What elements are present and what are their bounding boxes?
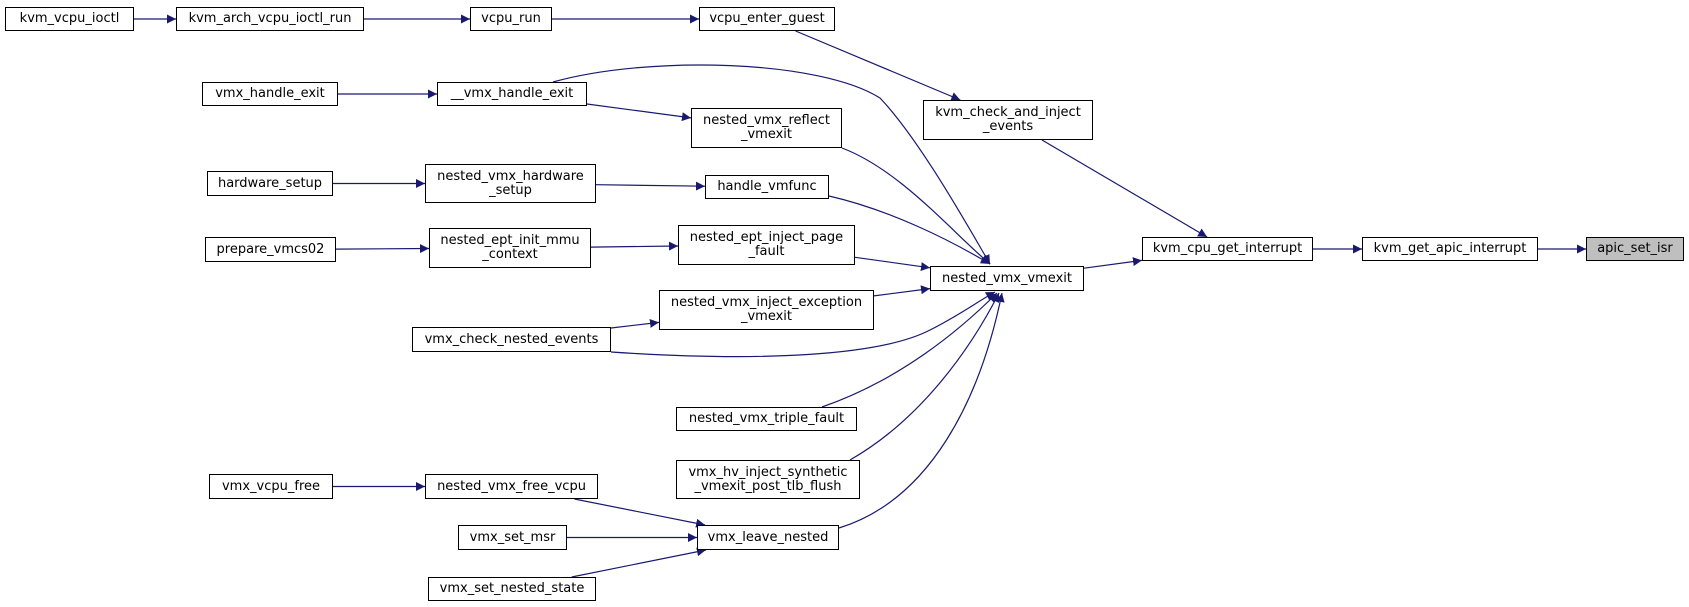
edge-vmx-handle-exit-to-nested-vmx-vmexit <box>552 64 991 265</box>
node-kvm-cpu-get-interrupt[interactable]: kvm_cpu_get_interrupt <box>1142 237 1313 261</box>
edge-nested-vmx-free-vcpu-to-vmx-leave-nested <box>574 498 706 528</box>
edge-vmx-handle-exit-to-nested-vmx-reflect-vmexit <box>586 103 692 122</box>
node-vmx-set-msr[interactable]: vmx_set_msr <box>458 525 567 550</box>
edge-vmx-check-nested-events-to-nested-vmx-vmexit <box>610 291 996 358</box>
node-hardware-setup[interactable]: hardware_setup <box>207 171 333 196</box>
node-apic-set-isr: apic_set_isr <box>1586 237 1684 261</box>
node-prepare-vmcs02[interactable]: prepare_vmcs02 <box>205 237 336 262</box>
edge-prepare-vmcs02-to-nested-ept-init-mmu-context <box>335 244 430 254</box>
node-nested-ept-inject-page-fault[interactable]: nested_ept_inject_page _fault <box>678 225 855 265</box>
node-vmx-hv-inject-synthetic-vmexit-post-tlb-flush[interactable]: vmx_hv_inject_synthetic _vmexit_post_tlb… <box>676 460 860 499</box>
edge-nested-ept-inject-page-fault-to-nested-vmx-vmexit <box>854 256 931 272</box>
node-nested-vmx-triple-fault[interactable]: nested_vmx_triple_fault <box>676 407 857 431</box>
node-vcpu-run[interactable]: vcpu_run <box>470 7 552 31</box>
node-nested-vmx-hardware-setup[interactable]: nested_vmx_hardware _setup <box>425 164 596 203</box>
node-vmx-handle-exit[interactable]: vmx_handle_exit <box>202 82 338 106</box>
edge-kvm-check-and-inject-events-to-kvm-cpu-get-interrupt <box>1041 139 1208 238</box>
edge-nested-vmx-inject-exception-vmexit-to-nested-vmx-vmexit <box>873 285 931 297</box>
edge-nested-ept-init-mmu-context-to-nested-ept-inject-page-fault <box>590 241 679 251</box>
edge-vmx-leave-nested-to-nested-vmx-vmexit <box>838 292 1005 529</box>
edge-vmx-set-nested-state-to-vmx-leave-nested <box>571 547 707 578</box>
node-vmx-handle-exit[interactable]: __vmx_handle_exit <box>437 82 587 106</box>
node-vmx-set-nested-state[interactable]: vmx_set_nested_state <box>428 577 596 601</box>
node-kvm-vcpu-ioctl[interactable]: kvm_vcpu_ioctl <box>5 7 134 31</box>
node-nested-vmx-inject-exception-vmexit[interactable]: nested_vmx_inject_exception _vmexit <box>659 290 874 330</box>
edge-nested-vmx-vmexit-to-kvm-cpu-get-interrupt <box>1083 257 1143 269</box>
edge-nested-vmx-hardware-setup-to-handle-vmfunc <box>595 181 706 191</box>
edge-vcpu-enter-guest-to-kvm-check-and-inject-events <box>795 30 961 101</box>
node-handle-vmfunc[interactable]: handle_vmfunc <box>705 175 829 199</box>
node-vcpu-enter-guest[interactable]: vcpu_enter_guest <box>699 7 835 31</box>
node-nested-vmx-vmexit[interactable]: nested_vmx_vmexit <box>930 266 1084 291</box>
node-kvm-check-and-inject-events[interactable]: kvm_check_and_inject _events <box>923 100 1093 140</box>
node-kvm-arch-vcpu-ioctl-run[interactable]: kvm_arch_vcpu_ioctl_run <box>176 7 364 31</box>
edge-handle-vmfunc-to-nested-vmx-vmexit <box>828 195 991 265</box>
node-nested-vmx-free-vcpu[interactable]: nested_vmx_free_vcpu <box>425 474 598 499</box>
node-vmx-vcpu-free[interactable]: vmx_vcpu_free <box>209 474 333 499</box>
edge-nested-vmx-triple-fault-to-nested-vmx-vmexit <box>821 292 998 408</box>
edge-vmx-hv-inject-synthetic-vmexit-post-tlb-flush-to-nested-vmx-vmexit <box>849 292 1000 461</box>
edge-nested-vmx-reflect-vmexit-to-nested-vmx-vmexit <box>841 147 991 265</box>
node-vmx-leave-nested[interactable]: vmx_leave_nested <box>697 525 839 550</box>
node-nested-vmx-reflect-vmexit[interactable]: nested_vmx_reflect _vmexit <box>691 108 842 148</box>
node-nested-ept-init-mmu-context[interactable]: nested_ept_init_mmu _context <box>429 228 591 268</box>
node-kvm-get-apic-interrupt[interactable]: kvm_get_apic_interrupt <box>1362 237 1538 261</box>
edge-vmx-check-nested-events-to-nested-vmx-inject-exception-vmexit <box>610 318 660 329</box>
node-vmx-check-nested-events[interactable]: vmx_check_nested_events <box>412 327 611 352</box>
